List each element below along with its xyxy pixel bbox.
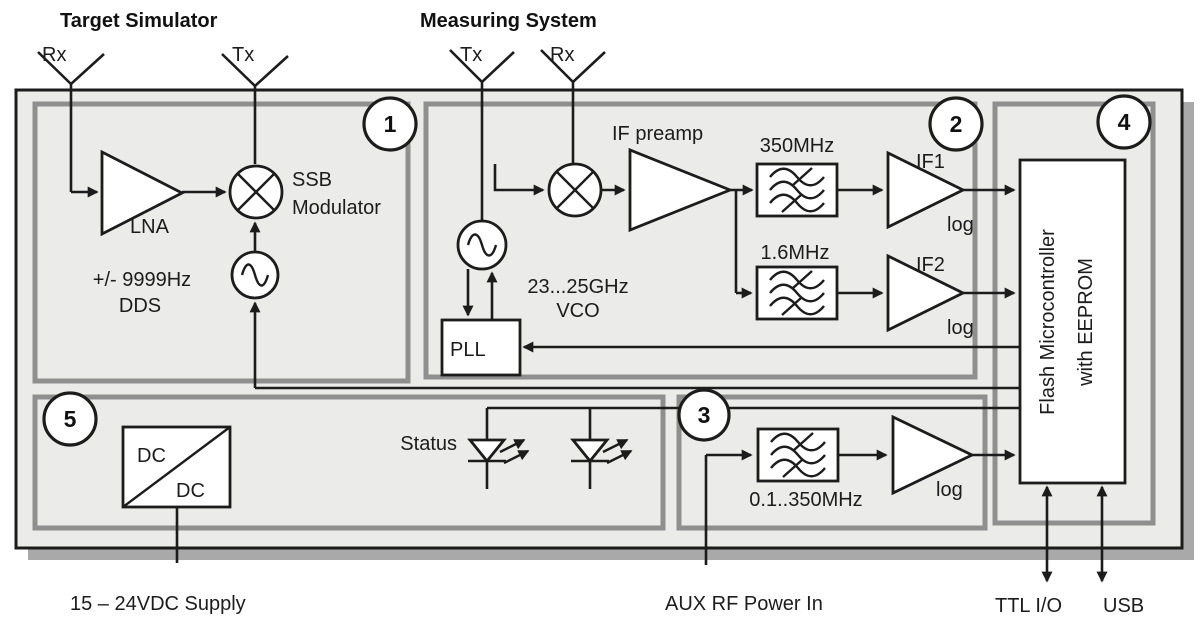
filter-350mhz-icon xyxy=(755,162,839,218)
vco-tap-wire xyxy=(493,164,545,196)
filter-1-6mhz-label: 1.6MHz xyxy=(761,242,830,264)
badge-5-label: 5 xyxy=(64,406,77,432)
badge-2-label: 2 xyxy=(950,111,963,137)
dc-top-label: DC xyxy=(137,445,166,467)
target-simulator-title: Target Simulator xyxy=(60,10,218,32)
if2-log-amplifier-icon xyxy=(886,253,967,333)
ms-tx-antenna-icon xyxy=(449,49,515,221)
lna-label: LNA xyxy=(130,216,170,238)
mcu-label-line1: Flash Microcontroller xyxy=(1037,229,1059,415)
dds-label-line2: DDS xyxy=(119,295,161,317)
microcontroller-block xyxy=(992,101,1156,526)
ts-tx-antenna-icon xyxy=(221,53,289,164)
ssb-label-line2: Modulator xyxy=(292,197,381,219)
aux-rf-power-in-label: AUX RF Power In xyxy=(665,593,823,615)
pll-label: PLL xyxy=(450,339,486,361)
status-led1-icon xyxy=(467,408,530,489)
usb-label: USB xyxy=(1103,595,1144,617)
power-status-block xyxy=(32,394,666,531)
ts-rx-label: Rx xyxy=(42,44,66,66)
mcu-label-line2: with EEPROM xyxy=(1075,258,1097,387)
ttl-io-label: TTL I/O xyxy=(995,595,1062,617)
dc-bottom-label: DC xyxy=(176,480,205,502)
status-label: Status xyxy=(400,433,457,455)
rf-mixer-icon xyxy=(547,162,603,218)
ts-tx-label: Tx xyxy=(232,44,254,66)
filter-0-1-350mhz-icon xyxy=(756,427,840,483)
pll-box xyxy=(440,318,522,377)
status-led2-icon xyxy=(570,408,633,489)
ssb-mixer-icon xyxy=(228,164,284,220)
if-preamp-label: IF preamp xyxy=(612,123,703,145)
ms-rx-label: Rx xyxy=(550,44,574,66)
badge-4-circle xyxy=(1096,94,1152,150)
if1-label: IF1 xyxy=(916,151,945,173)
vco-label-line1: 23...25GHz xyxy=(527,276,628,298)
ms-rx-antenna-icon xyxy=(540,49,606,163)
if2-label: IF2 xyxy=(916,254,945,276)
target-simulator-block xyxy=(32,101,411,384)
dcdc-converter-icon xyxy=(121,425,232,509)
badge-3-circle xyxy=(677,388,731,442)
vco-label-line2: VCO xyxy=(556,300,599,322)
if2-log-label: log xyxy=(947,317,974,339)
badge-3-label: 3 xyxy=(698,402,711,428)
lna-amplifier-icon xyxy=(100,149,186,237)
aux-rf-block xyxy=(676,394,988,531)
supply-label: 15 – 24VDC Supply xyxy=(70,593,246,615)
aux-log-label: log xyxy=(936,479,963,501)
filter-350mhz-label: 350MHz xyxy=(760,135,834,157)
ms-tx-label: Tx xyxy=(460,44,482,66)
badge-2-circle xyxy=(928,96,984,152)
ssb-label-line1: SSB xyxy=(292,169,332,191)
badge-4-label: 4 xyxy=(1118,109,1131,135)
badge-5-circle xyxy=(42,391,98,447)
aux-log-amplifier-icon xyxy=(891,414,976,496)
if-preamp-icon xyxy=(628,147,734,233)
dds-oscillator-icon xyxy=(230,250,280,300)
measuring-system-title: Measuring System xyxy=(420,10,597,32)
dds-label-line1: +/- 9999Hz xyxy=(93,269,191,291)
flash-microcontroller-box xyxy=(1018,158,1127,485)
if1-log-amplifier-icon xyxy=(886,150,967,230)
vco-oscillator-icon xyxy=(456,219,508,271)
ts-rx-antenna-icon xyxy=(37,51,105,192)
aux-filter-label: 0.1..350MHz xyxy=(749,489,862,511)
measuring-system-block xyxy=(423,101,978,380)
badge-1-label: 1 xyxy=(384,111,397,137)
badge-1-circle xyxy=(362,96,418,152)
filter-1-6mhz-icon xyxy=(755,265,839,321)
if1-log-label: log xyxy=(947,214,974,236)
